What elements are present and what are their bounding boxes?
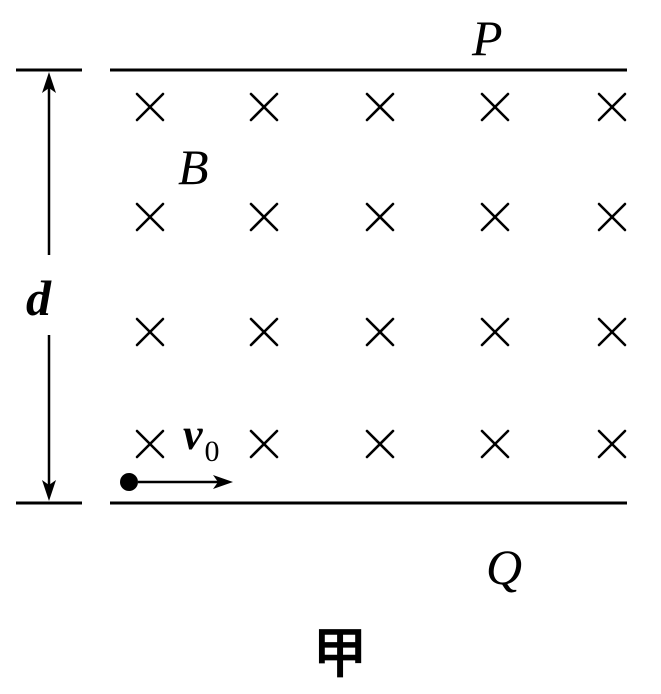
field-cross-mark xyxy=(365,429,395,459)
figure-caption: 甲 xyxy=(313,622,367,685)
field-cross-mark xyxy=(135,317,165,347)
field-cross-mark xyxy=(597,429,627,459)
plate-p-label: P xyxy=(471,10,503,66)
field-cross-mark xyxy=(597,202,627,232)
charged-particle xyxy=(120,473,138,491)
field-cross-mark xyxy=(249,429,279,459)
field-cross-mark xyxy=(135,202,165,232)
field-cross-mark xyxy=(480,429,510,459)
velocity-arrowhead xyxy=(213,475,233,489)
field-cross-mark xyxy=(135,92,165,122)
field-cross-mark xyxy=(597,317,627,347)
field-cross-mark xyxy=(597,92,627,122)
field-cross-mark xyxy=(249,92,279,122)
dimension-arrowhead-up xyxy=(42,72,56,93)
field-cross-mark xyxy=(480,317,510,347)
plate-q-label: Q xyxy=(486,539,522,595)
dimension-arrowhead-down xyxy=(42,480,56,501)
field-cross-mark xyxy=(365,92,395,122)
velocity-subscript: 0 xyxy=(205,435,220,468)
separation-label: d xyxy=(26,270,52,326)
field-cross-mark xyxy=(249,317,279,347)
velocity-symbol: v xyxy=(183,410,203,459)
field-cross-mark xyxy=(480,92,510,122)
velocity-label: v0 xyxy=(183,410,220,468)
field-cross-grid xyxy=(135,92,627,459)
field-cross-mark xyxy=(480,202,510,232)
field-label: B xyxy=(178,139,209,195)
field-cross-mark xyxy=(365,317,395,347)
field-cross-mark xyxy=(135,429,165,459)
field-cross-mark xyxy=(365,202,395,232)
field-cross-mark xyxy=(249,202,279,232)
